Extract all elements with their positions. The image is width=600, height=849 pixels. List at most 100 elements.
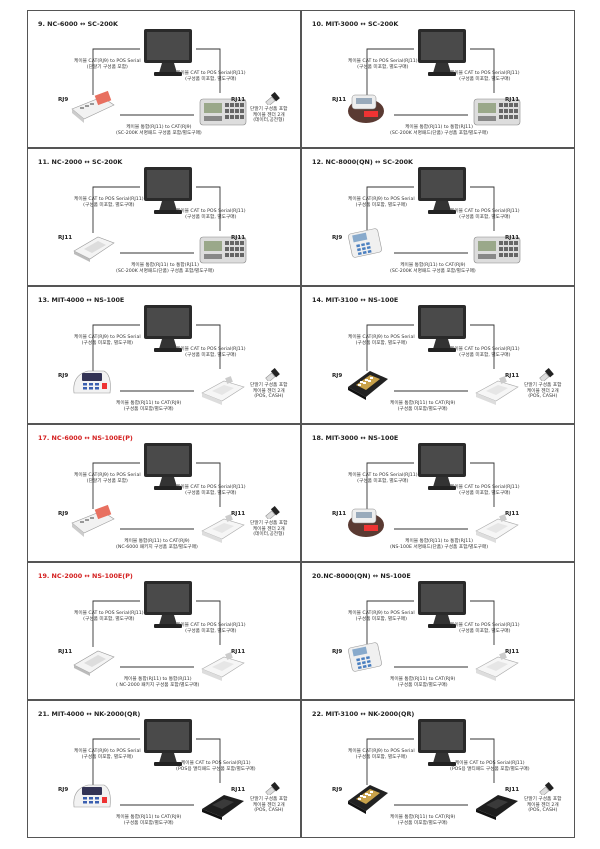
right-cable-label: 케이블 CAT to POS Serial(RJ11)(구성품 미포함, 별도구…	[176, 623, 246, 634]
cable-label-line: 케이블 CAT to POS Serial(RJ11)	[74, 197, 144, 202]
pos-monitor-icon	[418, 167, 466, 214]
diagram-cell: 9. NC-6000 ↔ SC-200K 케이블 CAT(RJ9) to POS …	[27, 10, 301, 148]
diagram-cell: 21. MIT-4000 ↔ NK-2000(QR)케이블 CAT(RJ9) t…	[27, 700, 301, 838]
cable-label-line: (구성품 미포함/별도구매)	[397, 406, 448, 412]
pos-monitor-icon	[144, 167, 192, 214]
cable-label-line: (구성품 미포함, 별도구매)	[81, 340, 133, 346]
left-port-label: RJ11	[332, 97, 347, 103]
diagram-cell: 17. NC-6000 ↔ NS-100E(P)케이블 CAT(RJ9) to …	[27, 424, 301, 562]
cable-label-line: (구성품 미포함, 별도구매)	[185, 352, 237, 358]
left-cable-label: 케이블 CAT(RJ9) to POS Serial(단말기 구성품 포함)	[74, 473, 141, 484]
left-cable-label: 케이블 CAT(RJ9) to POS Serial(구성품 미포함, 별도구매…	[74, 335, 141, 346]
cable-label-line: (구성품 미포함/별도구매)	[397, 682, 448, 688]
left-port-label: RJ9	[58, 97, 69, 103]
diagram-cell: 19. NC-2000 ↔ NS-100E(P)케이블 CAT to POS S…	[27, 562, 301, 700]
cable-label-line: 케이블 CAT(RJ9) to POS Serial	[348, 749, 415, 754]
qn-terminal-icon	[348, 642, 382, 672]
cable-label-line: (NC-6000 패키지 구성품 포함/별도구매)	[116, 544, 198, 550]
sc-pad-icon	[199, 236, 247, 264]
diagram-title: 18. MIT-3000 ↔ NS-100E	[312, 434, 399, 442]
mit4000-terminal-icon	[73, 784, 111, 808]
gender-note-line: (데이터,공전형)	[253, 532, 285, 538]
ns-pad-icon	[475, 652, 519, 681]
gender-note-line: (데이터,공전형)	[253, 118, 285, 124]
right-port-label: RJ11	[231, 97, 246, 103]
cable-label-line: 케이블 CAT(RJ9) to POS Serial	[74, 59, 141, 64]
cable-lines	[366, 600, 495, 668]
cable-label-line: (구성품 미포함, 별도구매)	[459, 76, 511, 82]
left-port-label: RJ11	[332, 511, 347, 517]
cable-label-line: (단말기 구성품 포함)	[86, 478, 128, 484]
pos-terminal-icon	[71, 504, 115, 537]
cable-label-line: 케이블 통합(RJ11) to CAT(RJ9)	[116, 815, 182, 820]
right-cable-label: 케이블 CAT to POS Serial(RJ11)(구성품 미포함, 별도구…	[176, 347, 246, 358]
cable-label-line: 케이블 CAT(RJ9) to POS Serial	[348, 611, 415, 616]
right-port-label: RJ11	[505, 373, 520, 379]
diagram-cell: 22. MIT-3100 ↔ NK-2000(QR)케이블 CAT(RJ9) t…	[301, 700, 575, 838]
left-port-label: RJ9	[58, 511, 69, 517]
cable-lines	[92, 738, 221, 806]
cable-label-line: (구성품 미포함, 별도구매)	[459, 214, 511, 220]
bottom-cable-label: 케이블 통합(RJ11) to CAT(RJ9)(SC-200K 서명패드 구성…	[116, 125, 202, 136]
left-cable-label: 케이블 CAT to POS Serial(RJ11)(구성품 미포함, 별도구…	[348, 59, 418, 70]
right-cable-label: 케이블 CAT to POS Serial(RJ11)(구성품 미포함, 별도구…	[176, 209, 246, 220]
bottom-cable-label: 케이블 통합(RJ11) to CAT(RJ9)(SC-200K 서명패드 구성…	[390, 263, 476, 274]
mit3000-terminal-icon	[348, 508, 384, 537]
cable-label-line: (구성품 미포함, 별도구매)	[185, 490, 237, 496]
cable-label-line: (구성품 미포함, 별도구매)	[83, 202, 135, 208]
right-cable-label: 케이블 CAT to POS Serial(RJ11)(구성품 미포함, 별도구…	[450, 209, 520, 220]
cable-label-line: (구성품 미포함/별도구매)	[123, 820, 174, 826]
cable-label-line: (구성품 미포함, 별도구매)	[355, 202, 407, 208]
cable-gender-icon	[539, 368, 554, 381]
right-port-label: RJ11	[505, 97, 520, 103]
diagram-title: 9. NC-6000 ↔ SC-200K	[38, 20, 118, 28]
qn-terminal-icon	[348, 228, 382, 258]
right-port-label: RJ11	[505, 235, 520, 241]
diagram-title: 20.NC-8000(QN) ↔ NS-100E	[312, 572, 411, 580]
bottom-cable-label: 케이블 통합(RJ11) to CAT(RJ9)(구성품 미포함/별도구매)	[390, 401, 455, 412]
right-port-label: RJ11	[231, 649, 246, 655]
sc-pad-icon	[199, 98, 247, 126]
cable-label-line: (구성품 미포함, 별도구매)	[185, 628, 237, 634]
cable-label-line: 케이블 CAT(RJ9) to POS Serial	[348, 197, 415, 202]
diagram-cell: 20.NC-8000(QN) ↔ NS-100E 케이블 CAT(RJ9) to …	[301, 562, 575, 700]
gender-note-line: 케이블 젠더 2개	[526, 802, 559, 808]
cable-gender-icon	[265, 92, 280, 105]
gender-note-line: 케이블 젠더 2개	[252, 388, 285, 394]
flat-terminal-icon	[73, 650, 115, 676]
ns-pad-icon	[201, 514, 245, 543]
bottom-cable-label: 케이블 통합(RJ11) to CAT(RJ9)(NC-6000 패키지 구성품…	[116, 539, 198, 550]
pos-monitor-icon	[144, 581, 192, 628]
right-port-label: RJ11	[505, 787, 520, 793]
sc-pad-icon	[473, 98, 521, 126]
right-cable-label: 케이블 CAT to POS Serial(RJ11)(구성품 미포함, 별도구…	[176, 71, 246, 82]
left-port-label: RJ9	[332, 373, 343, 379]
cable-gender-icon	[539, 782, 554, 795]
cable-gender-icon	[265, 368, 280, 381]
gender-note-line: 단말기 구성품 포함	[250, 107, 288, 112]
cable-label-line: 케이블 CAT to POS Serial(RJ11)	[176, 485, 246, 490]
bottom-cable-label: 케이블 통합(RJ11) to CAT(RJ9)(구성품 미포함/별도구매)	[116, 815, 181, 826]
cable-label-line: 케이블 CAT to POS Serial(RJ11)	[348, 59, 418, 64]
pos-monitor-icon	[144, 305, 192, 352]
cable-lines	[366, 462, 495, 530]
nk-pad-icon	[476, 795, 518, 820]
cable-lines	[92, 600, 221, 668]
connection-diagram-sheet: 9. NC-6000 ↔ SC-200K 케이블 CAT(RJ9) to POS …	[27, 10, 575, 838]
cable-label-line: 케이블 통합(RJ11) to 통합(RJ11)	[405, 125, 473, 130]
cable-label-line: (NS-100E 서명패드(단품) 구성품 포함/별도구매)	[390, 544, 489, 550]
mit4000-terminal-icon	[73, 370, 111, 394]
pos-monitor-icon	[418, 305, 466, 352]
cable-label-line: (POS용 멀티패드 구성품 포함/별도구매)	[450, 766, 530, 772]
cable-label-line: 케이블 CAT to POS Serial(RJ11)	[450, 485, 520, 490]
cable-label-line: 케이블 CAT to POS Serial(RJ11)	[450, 347, 520, 352]
left-cable-label: 케이블 CAT(RJ9) to POS Serial(구성품 미포함, 별도구매…	[348, 335, 415, 346]
right-port-label: RJ11	[231, 235, 246, 241]
right-cable-label: 케이블 CAT to POS Serial(RJ11)(구성품 미포함, 별도구…	[450, 71, 520, 82]
cable-label-line: (SC-200K 서명패드(단품) 구성품 포함/별도구매)	[116, 268, 215, 274]
cable-label-line: (구성품 미포함, 별도구매)	[83, 616, 135, 622]
cable-label-line: (구성품 미포함, 별도구매)	[355, 340, 407, 346]
left-cable-label: 케이블 CAT to POS Serial(RJ11)(구성품 미포함, 별도구…	[74, 611, 144, 622]
